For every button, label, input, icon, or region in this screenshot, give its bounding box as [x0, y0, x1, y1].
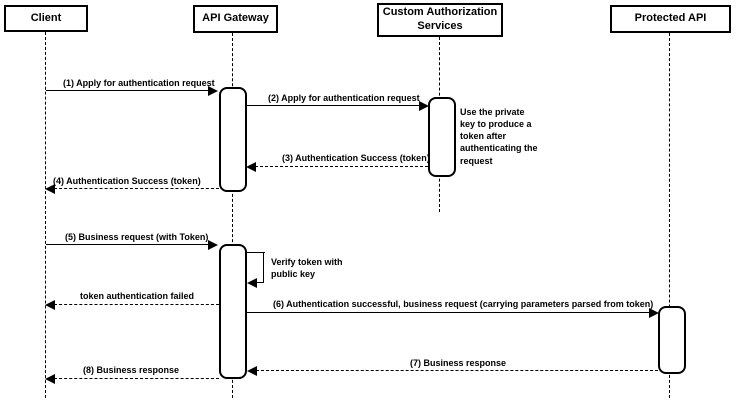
arrowhead-icon — [45, 300, 55, 310]
lifeline-client — [45, 32, 46, 398]
lifeline-api-gateway — [232, 33, 233, 398]
message-token-failed-line — [54, 304, 219, 305]
activation-custom-authorization-services — [428, 97, 456, 177]
message-5-line — [46, 244, 212, 245]
message-5-label: (5) Business request (with Token) — [65, 232, 209, 242]
message-2-line — [247, 105, 421, 106]
message-6-line — [247, 312, 651, 313]
message-1-label: (1) Apply for authentication request — [63, 78, 215, 88]
participant-custom-authorization-services: Custom Authorization Services — [377, 3, 503, 37]
arrowhead-icon — [419, 101, 429, 111]
participant-client: Client — [4, 5, 88, 32]
message-7-label: (7) Business response — [410, 358, 507, 368]
arrowhead-icon — [45, 184, 55, 194]
message-token-failed-label: token authentication failed — [80, 291, 195, 301]
message-3-line — [255, 166, 428, 167]
self-message-label: Verify token with public key — [271, 257, 343, 280]
arrowhead-icon — [208, 240, 218, 250]
message-1-line — [46, 90, 211, 91]
participant-api-gateway-label: API Gateway — [202, 12, 269, 25]
arrowhead-icon — [247, 278, 257, 288]
self-message-right-line — [263, 252, 264, 283]
message-3-label: (3) Authentication Success (token) — [282, 153, 430, 163]
message-4-label: (4) Authentication Success (token) — [53, 176, 201, 186]
self-message-bottom-line — [256, 282, 264, 283]
message-4-line — [54, 188, 219, 189]
arrowhead-icon — [649, 308, 659, 318]
arrowhead-icon — [45, 374, 55, 384]
message-7-line — [256, 370, 658, 371]
activation-protected-api — [658, 306, 686, 374]
arrowhead-icon — [208, 86, 218, 96]
activation-api-gateway-auth — [219, 87, 247, 192]
activation-api-gateway-business — [219, 244, 247, 379]
participant-protected-api: Protected API — [610, 5, 731, 33]
participant-custom-authorization-services-label: Custom Authorization Services — [382, 6, 498, 32]
arrowhead-icon — [246, 162, 256, 172]
message-8-line — [54, 378, 219, 379]
message-6-label: (6) Authentication successful, business … — [273, 299, 654, 309]
participant-protected-api-label: Protected API — [634, 12, 707, 25]
participant-client-label: Client — [30, 11, 62, 24]
arrowhead-icon — [247, 366, 257, 376]
message-8-label: (8) Business response — [83, 365, 180, 375]
participant-api-gateway: API Gateway — [193, 5, 278, 33]
self-message-top-line — [247, 252, 265, 253]
lifeline-protected-api — [669, 33, 670, 398]
message-2-label: (2) Apply for authentication request — [268, 93, 420, 103]
note-private-key: Use the private key to produce a token a… — [460, 107, 538, 166]
